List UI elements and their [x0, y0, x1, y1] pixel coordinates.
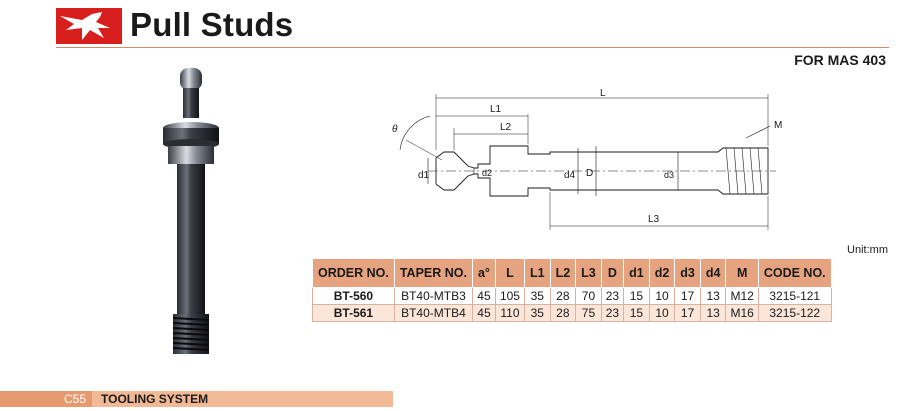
eagle-icon: [60, 12, 110, 40]
cell-d3: 17: [674, 287, 701, 305]
col-M: M: [725, 258, 759, 288]
dim-L1: L1: [490, 104, 502, 115]
cell-L1: 35: [523, 304, 551, 322]
dim-L2: L2: [500, 122, 512, 133]
dim-theta: θ: [392, 124, 398, 135]
cell-code-no: 3215-122: [757, 304, 832, 322]
cell-L2: 28: [549, 287, 577, 305]
dim-M: M: [774, 120, 782, 131]
footer-bar: [0, 391, 393, 407]
cell-L2: 28: [549, 304, 577, 322]
dim-d4: d4: [564, 170, 576, 181]
pull-stud-photo: [163, 68, 219, 354]
dim-d2: d2: [482, 168, 492, 178]
col-D: D: [600, 258, 625, 288]
dim-d1: d1: [418, 170, 430, 181]
col-L3: L3: [575, 258, 602, 288]
col-L: L: [494, 258, 525, 288]
table-row: BT-561 BT40-MTB4 45 110 35 28 75 23 15 1…: [312, 304, 832, 322]
col-d1: d1: [623, 258, 650, 288]
cell-order-no: BT-560: [312, 287, 395, 305]
cell-D: 23: [600, 287, 625, 305]
table-header-row: ORDER NO. TAPER NO. a° L L1 L2 L3 D d1 d…: [312, 258, 832, 288]
footer-section-title: TOOLING SYSTEM: [101, 392, 209, 406]
cell-angle: 45: [471, 287, 496, 305]
page-subtitle: FOR MAS 403: [794, 52, 886, 68]
technical-drawing: L L1 L2 L3 θ d1 d2 d4 D d3 M: [392, 88, 782, 230]
dim-L: L: [600, 88, 606, 99]
cell-L3: 75: [575, 304, 602, 322]
col-d4: d4: [699, 258, 727, 288]
col-angle: a°: [471, 258, 496, 288]
col-taper-no: TAPER NO.: [393, 258, 473, 288]
cell-M: M12: [725, 287, 759, 305]
cell-L: 105: [494, 287, 525, 305]
cell-L1: 35: [523, 287, 551, 305]
cell-d1: 15: [623, 287, 650, 305]
col-code-no: CODE NO.: [757, 258, 832, 288]
cell-d4: 13: [699, 287, 727, 305]
dim-d3: d3: [664, 170, 674, 180]
cell-d2: 10: [648, 304, 676, 322]
cell-L: 110: [494, 304, 525, 322]
cell-taper-no: BT40-MTB3: [393, 287, 473, 305]
col-d2: d2: [648, 258, 676, 288]
col-order-no: ORDER NO.: [312, 258, 395, 288]
dim-L3: L3: [648, 214, 660, 225]
brand-logo: [56, 8, 122, 44]
page-number: C55: [0, 391, 92, 407]
cell-order-no: BT-561: [312, 304, 395, 322]
dim-D: D: [586, 168, 593, 179]
cell-d4: 13: [699, 304, 727, 322]
cell-d3: 17: [674, 304, 701, 322]
unit-label: Unit:mm: [847, 244, 888, 256]
spec-table: ORDER NO. TAPER NO. a° L L1 L2 L3 D d1 d…: [312, 258, 832, 322]
cell-code-no: 3215-121: [757, 287, 832, 305]
cell-D: 23: [600, 304, 625, 322]
table-row: BT-560 BT40-MTB3 45 105 35 28 70 23 15 1…: [312, 287, 832, 305]
page-title: Pull Studs: [130, 6, 294, 43]
cell-angle: 45: [471, 304, 496, 322]
col-d3: d3: [674, 258, 701, 288]
cell-L3: 70: [575, 287, 602, 305]
col-L2: L2: [549, 258, 577, 288]
cell-d1: 15: [623, 304, 650, 322]
cell-d2: 10: [648, 287, 676, 305]
cell-taper-no: BT40-MTB4: [393, 304, 473, 322]
cell-M: M16: [725, 304, 759, 322]
title-divider: [56, 47, 889, 48]
col-L1: L1: [523, 258, 551, 288]
